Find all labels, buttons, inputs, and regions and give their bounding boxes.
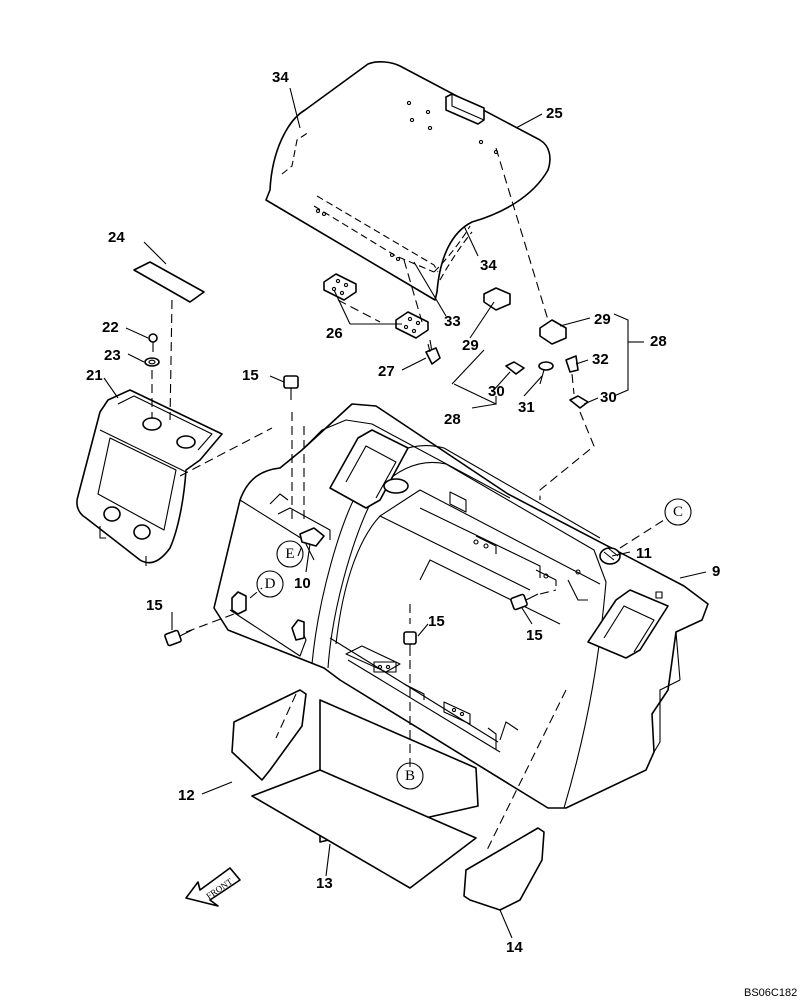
- callout-label: 21: [86, 367, 103, 384]
- callout-label: 27: [378, 363, 395, 380]
- drawing-code: BS06C182: [744, 987, 797, 999]
- side-plate-part: [463, 827, 545, 911]
- bracket-part: [299, 527, 325, 547]
- panel-part: [76, 389, 223, 566]
- callout-label: 29: [462, 337, 479, 354]
- callout-label: 28: [650, 333, 667, 350]
- callout-label: 13: [316, 875, 333, 892]
- callout-label: 11: [636, 545, 652, 562]
- front-arrow-icon: FRONT: [185, 867, 241, 907]
- callout-label: 23: [104, 347, 121, 364]
- reference-circle-e: E: [276, 540, 304, 568]
- callout-label: 28: [444, 411, 461, 428]
- callout-label: 15: [242, 367, 259, 384]
- callout-label: 26: [326, 325, 343, 342]
- callout-label: 22: [102, 319, 119, 336]
- leader-lines: [103, 87, 707, 939]
- reference-circle-d: D: [256, 570, 284, 598]
- lid-cover: [265, 61, 551, 301]
- callout-label: 24: [108, 229, 125, 246]
- callout-label: 32: [592, 351, 609, 368]
- callout-label: 12: [178, 787, 195, 804]
- screw-part: [144, 333, 160, 367]
- side-plate-part: [231, 689, 307, 781]
- callout-label: 34: [480, 257, 497, 274]
- reference-circle-c: C: [664, 498, 692, 526]
- bolt-part: [164, 375, 539, 656]
- callout-label: 14: [506, 939, 523, 956]
- callout-label: 25: [546, 105, 563, 122]
- bottom-plate-part: [251, 699, 479, 889]
- screw-part: [425, 343, 441, 365]
- callout-label: 30: [488, 383, 505, 400]
- callout-label: 9: [712, 563, 720, 580]
- latch-part: [483, 287, 589, 409]
- assembly-lines: [151, 147, 665, 853]
- pad-part: [133, 261, 205, 303]
- callout-label: 33: [444, 313, 461, 330]
- callout-label: 34: [272, 69, 289, 86]
- callout-labels: 34 25 24 34 33 26 29 29 28 32 22 23 21 2…: [86, 69, 720, 956]
- reference-label: B: [405, 768, 415, 784]
- callout-label: 15: [526, 627, 543, 644]
- console-housing: [213, 403, 709, 809]
- callout-label: 10: [294, 575, 311, 592]
- reference-label: E: [285, 546, 294, 562]
- callout-label: 15: [428, 613, 445, 630]
- callout-label: 29: [594, 311, 611, 328]
- reference-circle-b: B: [396, 762, 424, 790]
- callout-label: 30: [600, 389, 617, 406]
- callout-label: 31: [518, 399, 535, 416]
- hinge-part: [323, 273, 429, 339]
- reference-label: D: [265, 576, 276, 592]
- reference-label: C: [673, 504, 683, 520]
- callout-label: 15: [146, 597, 163, 614]
